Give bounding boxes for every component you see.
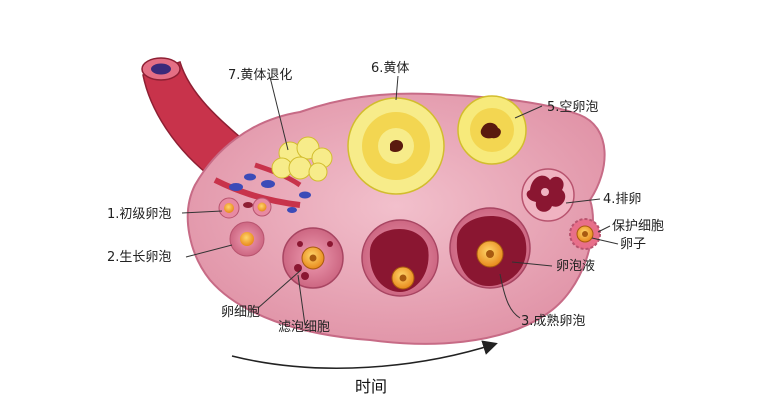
mature-follicle [449,207,531,289]
released-egg [569,218,601,250]
antral-follicle [361,219,439,297]
primordial-follicles [218,197,272,219]
time-arrow [231,340,498,369]
ovulating-follicle [521,168,575,222]
label-primordial-follicle: 1.初级卵泡 [107,207,171,222]
label-empty-follicle: 5.空卵泡 [547,100,598,115]
secondary-follicle [282,227,344,289]
label-protective-cells: 保护细胞 [612,219,664,234]
label-ovulation: 4.排卵 [603,192,641,207]
time-axis-label: 时间 [355,377,387,396]
inner-vessels [213,162,311,213]
label-corpus-luteum-regression: 7.黄体退化 [228,68,292,83]
label-egg-cell: 卵细胞 [221,305,260,320]
leader-lines [181,75,619,326]
regressing-corpus-luteum [271,136,333,182]
growing-follicle [229,221,265,257]
corpus-luteum [347,97,445,195]
empty-follicle [457,95,527,165]
label-mature-follicle: 3.成熟卵泡 [521,313,585,329]
label-corpus-luteum: 6.黄体 [371,61,409,76]
label-follicle-cells: 滤泡细胞 [278,320,330,335]
label-growing-follicle: 2.生长卵泡 [107,250,171,265]
label-follicular-fluid: 卵泡液 [556,259,595,274]
label-egg: 卵子 [620,237,646,252]
